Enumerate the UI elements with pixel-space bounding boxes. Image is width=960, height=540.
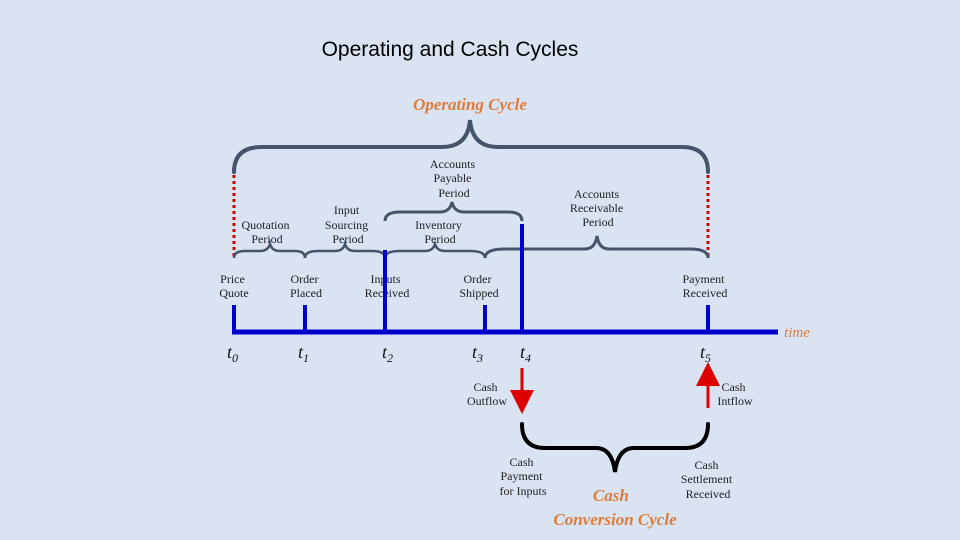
accounts-payable-period-brace bbox=[383, 201, 524, 222]
accounts-payable-period-label: Accounts Payable Period bbox=[430, 157, 478, 200]
t0-label: t0 bbox=[227, 342, 238, 365]
t2-label: t2 bbox=[382, 342, 393, 365]
accounts-receivable-period-label: Accounts Receivable Period bbox=[570, 187, 626, 229]
t1-label: t1 bbox=[298, 342, 309, 365]
accounts-receivable-period-brace bbox=[483, 235, 710, 259]
operating-cycle-label: Operating Cycle bbox=[413, 95, 527, 114]
price-quote-label: Price Quote bbox=[219, 272, 248, 300]
t3-label: t3 bbox=[472, 342, 483, 365]
operating-cycle-brace bbox=[232, 119, 710, 174]
cash-conversion-cycle-brace bbox=[520, 422, 710, 473]
order-shipped-label: Order Shipped bbox=[459, 272, 498, 300]
slide-title: Operating and Cash Cycles bbox=[322, 38, 579, 61]
inventory-period-brace bbox=[383, 239, 487, 259]
inventory-period-label: Inventory Period bbox=[415, 218, 465, 246]
t4-label: t4 bbox=[520, 342, 531, 365]
cash-settlement-received-label: Cash Settlement Received bbox=[681, 458, 735, 501]
t5-label: t5 bbox=[700, 342, 711, 365]
quotation-period-label: Quotation Period bbox=[242, 218, 293, 246]
input-sourcing-period-label: Input Sourcing Period bbox=[325, 203, 371, 246]
cash-payment-for-inputs-label: Cash Payment for Inputs bbox=[500, 455, 547, 498]
cash-inflow-label: Cash Intflow bbox=[717, 380, 753, 408]
payment-received-label: Payment Received bbox=[683, 272, 728, 300]
time-axis-label: time bbox=[784, 325, 810, 341]
order-placed-label: Order Placed bbox=[290, 272, 322, 300]
cash-outflow-label: Cash Outflow bbox=[467, 380, 507, 408]
cash-conversion-cycle-label: Cash Conversion Cycle bbox=[553, 486, 677, 529]
quotation-period-brace bbox=[232, 239, 307, 259]
input-sourcing-period-brace bbox=[303, 239, 387, 259]
